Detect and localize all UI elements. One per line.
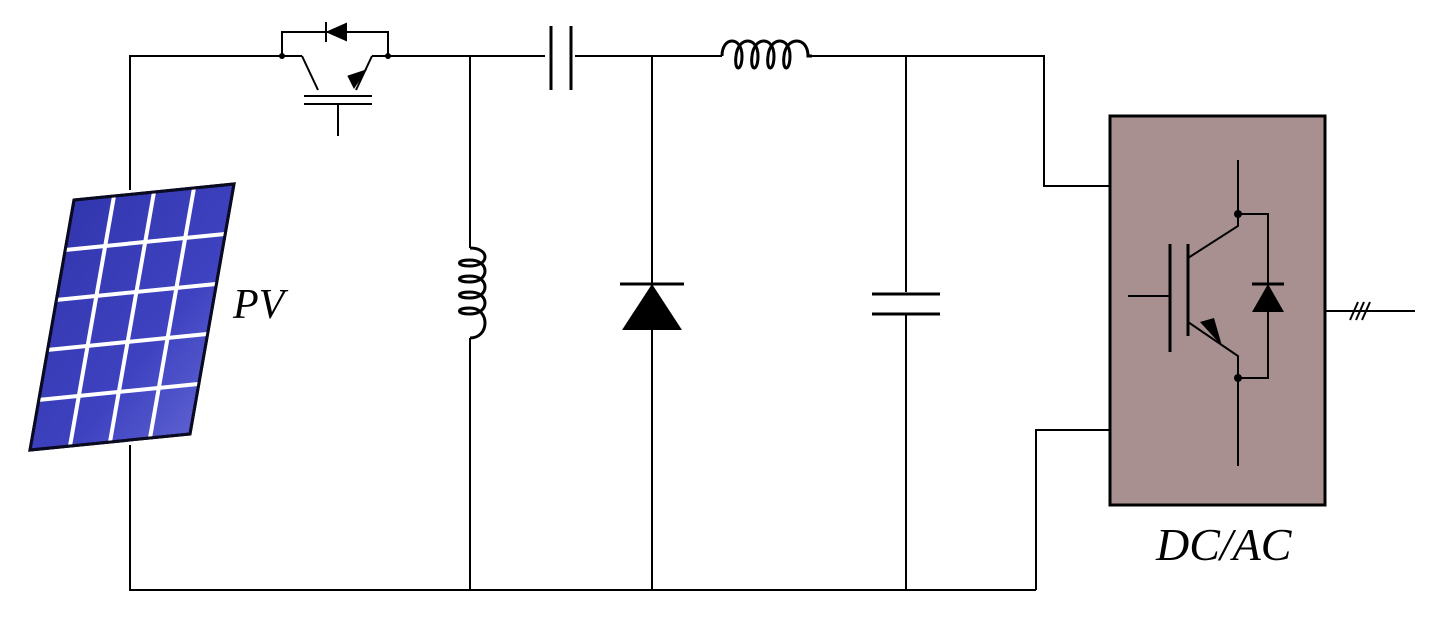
three-phase-marker: [1349, 301, 1371, 321]
output-capacitor: [872, 292, 940, 316]
series-inductor: [720, 39, 812, 70]
dc-ac-inverter: [1108, 114, 1327, 507]
pv-label: PV: [232, 282, 289, 328]
inverter-label: DC/AC: [1155, 519, 1293, 570]
freewheel-diode: [620, 282, 684, 330]
wire-bottom-to-inverter: [1035, 429, 1110, 590]
wire-pv-bottom: [129, 445, 1036, 591]
wire-top-rail-3: [812, 55, 1110, 187]
wire-pv-top: [129, 55, 250, 190]
series-capacitor: [549, 26, 573, 90]
igbt-switch: [250, 22, 391, 136]
wires: [129, 55, 1415, 591]
pv-panel: [28, 182, 236, 452]
shunt-inductor: [458, 246, 487, 340]
